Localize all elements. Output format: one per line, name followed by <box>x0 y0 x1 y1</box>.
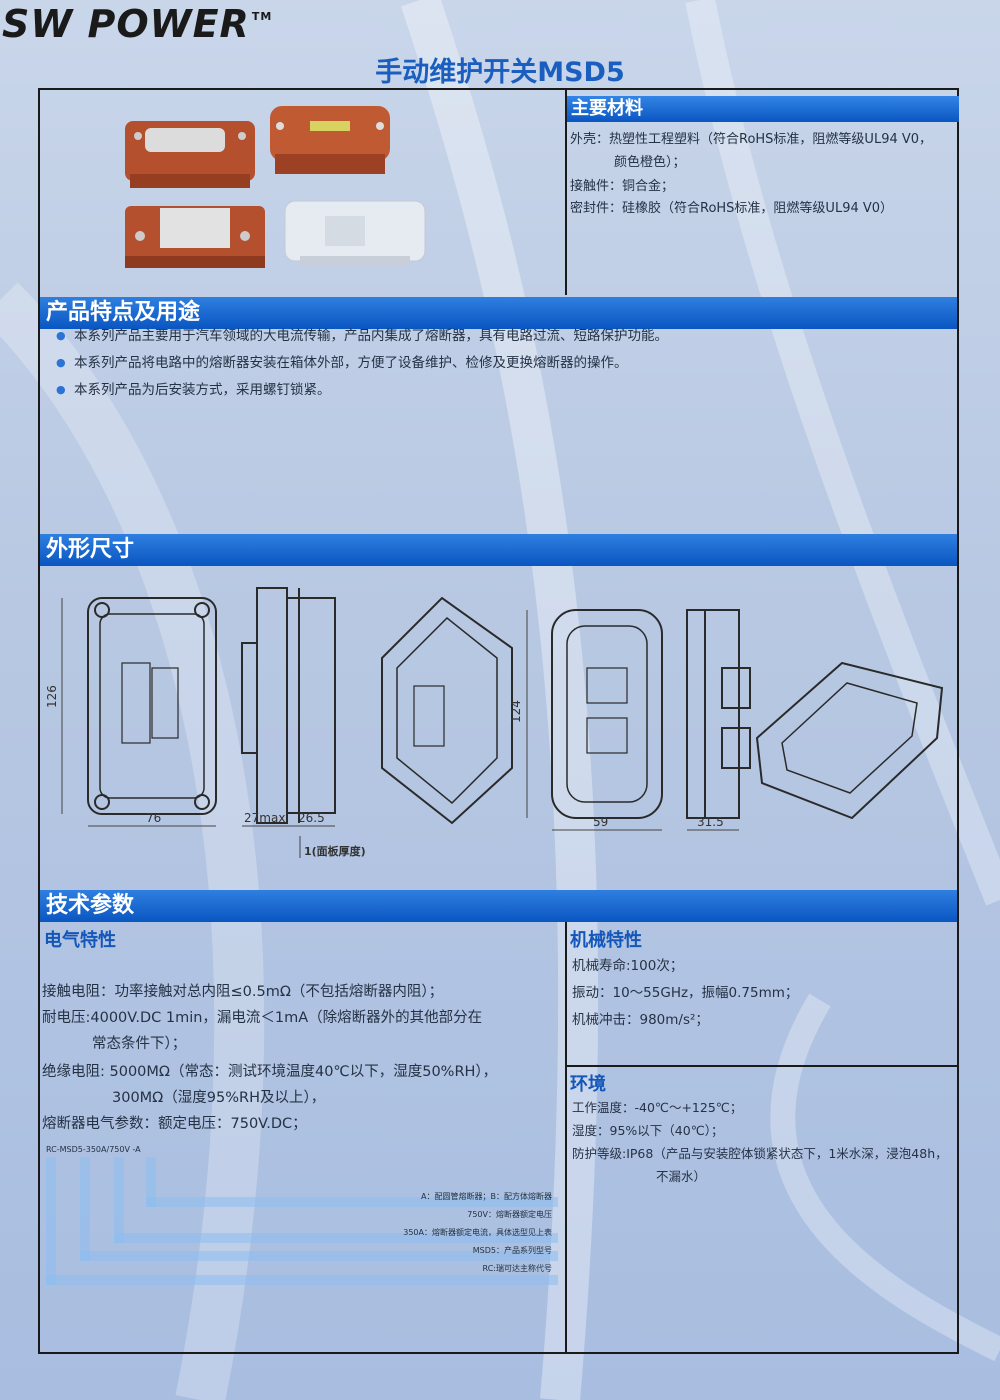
code-desc-series: MSD5：产品系列型号 <box>472 1246 552 1255</box>
dim-width-59: 59 <box>593 815 608 829</box>
mechanical-line: 机械寿命:100次； <box>572 958 684 974</box>
dim-width-31: 31.5 <box>697 815 724 829</box>
code-desc-prefix: RC:瑞可达主称代号 <box>482 1264 552 1273</box>
electrical-heading: 电气特性 <box>44 930 116 951</box>
dim-panel-thickness: 1(面板厚度) <box>304 844 366 858</box>
electrical-line: 接触电阻：功率接触对总内阻≤0.5mΩ（不包括熔断器内阻）； <box>42 984 444 1000</box>
electrical-line: 常态条件下）； <box>92 1036 187 1052</box>
materials-line: 密封件：硅橡胶（符合RoHS标准，阻燃等级UL94 V0） <box>570 201 894 216</box>
dim-height-124: 124 <box>509 700 523 723</box>
environment-line: 湿度：95%以下（40℃）； <box>572 1123 724 1138</box>
list-item: 本系列产品为后安装方式，采用螺钉锁紧。 <box>50 382 950 409</box>
part-number: RC-MSD5-350A/750V -A <box>46 1145 141 1154</box>
code-desc-voltage: 750V：熔断器额定电压 <box>467 1210 552 1219</box>
mechanical-line: 机械冲击：980m/s²； <box>572 1012 709 1028</box>
materials-heading: 主要材料 <box>567 96 959 122</box>
page-title: 手动维护开关MSD5 <box>375 57 625 88</box>
specs-heading: 技术参数 <box>40 890 957 922</box>
mechanical-env-divider <box>565 1065 959 1067</box>
list-item: 本系列产品主要用于汽车领域的大电流传输，产品内集成了熔断器，具有电路过流、短路保… <box>50 328 950 355</box>
environment-heading: 环境 <box>570 1074 606 1095</box>
document-frame: 主要材料 外壳：热塑性工程塑料（符合RoHS标准，阻燃等级UL94 V0， 颜色… <box>38 88 959 1354</box>
features-heading: 产品特点及用途 <box>40 297 957 329</box>
trademark-mark: TM <box>251 10 273 23</box>
logo-text: SW POWER <box>2 2 250 46</box>
specs-divider <box>565 922 567 1352</box>
environment-line: 不漏水） <box>656 1169 707 1184</box>
part-code-diagram: RC-MSD5-350A/750V -A A：配圆管熔断器；B：配方体熔断器 7… <box>46 1145 558 1360</box>
materials-line: 颜色橙色）； <box>614 155 686 170</box>
electrical-line: 绝缘电阻: 5000MΩ（常态：测试环境温度40℃以下，湿度50%RH）， <box>42 1064 498 1080</box>
product-photos <box>125 106 426 268</box>
dimension-drawings: 126 76 27max 26.5 1(面板厚度) 124 59 31.5 <box>45 587 944 858</box>
materials-line: 接触件：铜合金； <box>570 179 675 194</box>
top-divider <box>565 90 567 295</box>
materials-line: 外壳：热塑性工程塑料（符合RoHS标准，阻燃等级UL94 V0， <box>570 132 933 147</box>
dim-depth-26: 26.5 <box>298 811 325 825</box>
list-item: 本系列产品将电路中的熔断器安装在箱体外部，方便了设备维护、检修及更换熔断器的操作… <box>50 355 950 382</box>
dim-height-126: 126 <box>45 685 59 708</box>
electrical-line: 耐电压:4000V.DC 1min，漏电流＜1mA（除熔断器外的其他部分在 <box>42 1010 483 1026</box>
features-list: 本系列产品主要用于汽车领域的大电流传输，产品内集成了熔断器，具有电路过流、短路保… <box>50 328 950 409</box>
environment-line: 防护等级:IP68（产品与安装腔体锁紧状态下，1米水深，浸泡48h， <box>572 1146 948 1161</box>
dim-width-76: 76 <box>146 811 161 825</box>
dim-depth-27: 27max <box>244 811 285 825</box>
code-desc-a: A：配圆管熔断器；B：配方体熔断器 <box>421 1192 552 1201</box>
mechanical-line: 振动：10～55GHz，振幅0.75mm； <box>572 985 799 1001</box>
dimensions-heading: 外形尺寸 <box>40 534 957 566</box>
electrical-line: 300MΩ（湿度95%RH及以上）， <box>112 1090 326 1106</box>
environment-line: 工作温度：-40℃～+125℃； <box>572 1100 743 1115</box>
electrical-line: 熔断器电气参数：额定电压：750V.DC； <box>42 1116 307 1132</box>
code-desc-current: 350A：熔断器额定电流，具体选型见上表 <box>403 1228 552 1237</box>
mechanical-heading: 机械特性 <box>570 930 642 951</box>
